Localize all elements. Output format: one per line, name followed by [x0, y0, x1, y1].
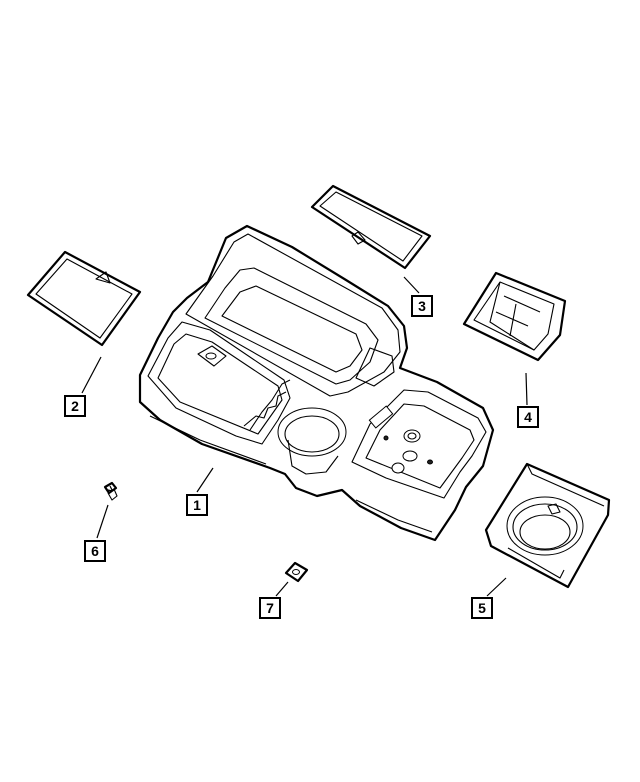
callout-1: 1 [186, 494, 208, 516]
callout-4: 4 [517, 406, 539, 428]
callout-7: 7 [259, 597, 281, 619]
callout-3: 3 [411, 295, 433, 317]
callout-5: 5 [471, 597, 493, 619]
part-7-clip [284, 561, 309, 583]
part-2-lid [26, 250, 142, 347]
callout-2: 2 [64, 395, 86, 417]
part-5-cupholder [484, 462, 611, 589]
leader-lines [81, 276, 528, 597]
part-3-lid [310, 184, 432, 270]
part-4-tray [462, 271, 567, 362]
part-6-screw [103, 481, 118, 501]
part-1-console [138, 224, 495, 542]
callout-6: 6 [84, 540, 106, 562]
